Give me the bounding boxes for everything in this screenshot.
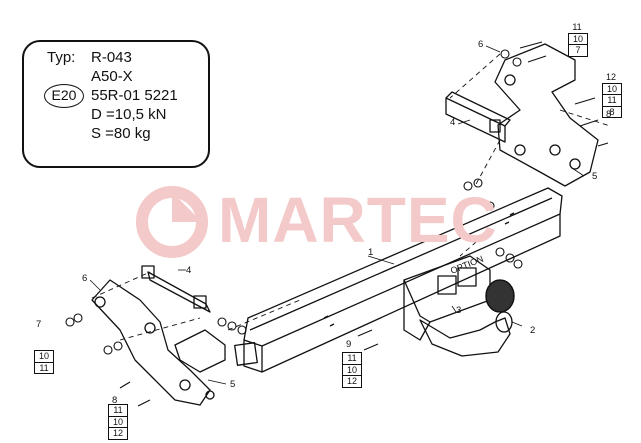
stack-left: 10 11 bbox=[34, 350, 54, 374]
typ-label: Typ: bbox=[47, 49, 76, 66]
stack-item: 8 bbox=[602, 105, 622, 118]
stack-item: 10 bbox=[568, 32, 588, 44]
bracket-left-part-5 bbox=[91, 279, 226, 406]
stack-bottom-left: 11 10 12 bbox=[108, 404, 128, 440]
callout-6-left: 6 bbox=[82, 273, 88, 284]
approval-number: 55R-01 5221 bbox=[91, 87, 178, 104]
stack-item: 12 bbox=[342, 375, 362, 388]
spacer-plate-bottom-part-4 bbox=[141, 265, 211, 313]
socket-plate-part-3 bbox=[403, 255, 491, 341]
bracket-right-part-5 bbox=[494, 43, 599, 187]
callout-7-left: 7 bbox=[36, 319, 42, 330]
stack-item: 11 bbox=[572, 22, 582, 32]
stack-item: 11 bbox=[108, 404, 128, 416]
stack-item: 10 bbox=[108, 415, 128, 427]
approval-mark: E20 bbox=[44, 84, 84, 108]
fasteners bbox=[65, 41, 609, 407]
type-approval-box bbox=[22, 40, 210, 168]
spacer-plate-top-part-4 bbox=[445, 91, 511, 143]
assembly-lines bbox=[91, 53, 611, 341]
watermark-logo bbox=[136, 186, 208, 258]
callout-4-bottom: 4 bbox=[186, 265, 192, 276]
stack-bottom-mid: 11 10 12 bbox=[342, 352, 362, 388]
stack-item: 12 bbox=[605, 72, 616, 82]
typ-value: R-043 bbox=[91, 49, 132, 66]
callout-1: 1 bbox=[368, 247, 374, 258]
callout-2: 2 bbox=[530, 325, 536, 336]
watermark-text: MARTEC bbox=[218, 184, 498, 256]
stack-item: 7 bbox=[568, 44, 588, 57]
leader-lines bbox=[89, 45, 585, 385]
stack-top-right-b: 12 10 11 8 bbox=[602, 72, 622, 118]
callout-3: 3 bbox=[456, 305, 462, 316]
stack-item: 12 bbox=[108, 427, 128, 440]
s-value: S =80 kg bbox=[91, 125, 151, 142]
stack-item: 10 bbox=[342, 363, 362, 375]
stack-item: 10 bbox=[34, 350, 54, 362]
callout-5-right: 5 bbox=[592, 171, 598, 182]
d-value: D =10,5 kN bbox=[91, 106, 167, 123]
stack-item: 11 bbox=[602, 94, 622, 106]
stack-top-right-a: 11 10 7 bbox=[568, 22, 588, 57]
callout-8-bottom: 8 bbox=[112, 395, 118, 406]
callout-8-right: 8 bbox=[606, 109, 612, 120]
stack-item: 10 bbox=[602, 82, 622, 94]
callout-6-top: 6 bbox=[478, 39, 484, 50]
tow-ball-part-2 bbox=[419, 279, 515, 357]
callout-9: 9 bbox=[346, 339, 352, 350]
model-code: A50-X bbox=[91, 68, 133, 85]
stack-item: 11 bbox=[34, 361, 54, 374]
stack-item: 11 bbox=[342, 352, 362, 364]
callout-5-bottom: 5 bbox=[230, 379, 236, 390]
callout-4-top: 4 bbox=[450, 117, 456, 128]
crossbar-part-1 bbox=[234, 187, 563, 373]
